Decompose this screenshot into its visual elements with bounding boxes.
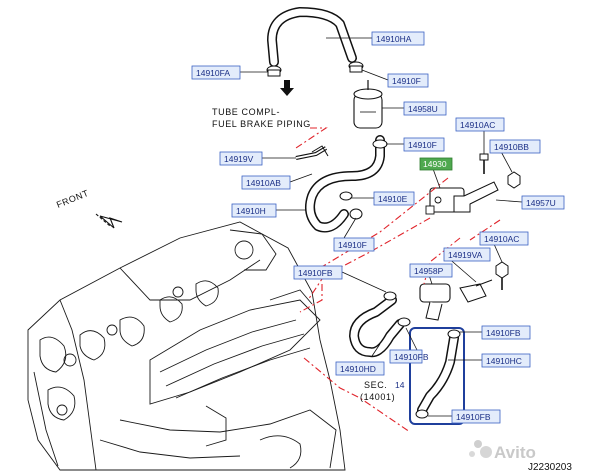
clamp-14910e <box>339 191 353 201</box>
watermark-text: Avito <box>494 443 536 462</box>
front-label: FRONT <box>55 188 90 210</box>
clamp-14910fb-b <box>397 317 411 327</box>
clamp-14910f-mid <box>372 139 388 149</box>
solenoid-14930 <box>425 181 499 215</box>
valve-14958p <box>419 283 451 321</box>
clamp-14910f-top <box>348 61 364 73</box>
label-14910ac-top[interactable]: 14910AC <box>455 117 505 132</box>
label-14930[interactable]: 14930 <box>419 157 453 171</box>
label-14910e[interactable]: 14910E <box>373 191 415 206</box>
svg-text:14910HC: 14910HC <box>486 356 522 366</box>
svg-text:14910E: 14910E <box>378 194 408 204</box>
svg-text:14910AC: 14910AC <box>484 234 519 244</box>
label-14910f-top[interactable]: 14910F <box>387 73 429 88</box>
label-14910fb-c[interactable]: 14910FB <box>389 349 429 364</box>
label-14919v[interactable]: 14919V <box>219 151 263 166</box>
label-14910bb[interactable]: 14910BB <box>489 139 541 154</box>
section-ref: 14 <box>395 380 405 390</box>
section-number: (14001) <box>360 392 395 402</box>
svg-text:14930: 14930 <box>423 159 447 169</box>
label-14910fb-a[interactable]: 14910FB <box>293 265 343 280</box>
nut-14910bb <box>507 171 521 189</box>
svg-text:14910H: 14910H <box>236 206 266 216</box>
svg-text:14958U: 14958U <box>408 104 438 114</box>
label-14958p[interactable]: 14958P <box>409 263 453 278</box>
svg-text:14910F: 14910F <box>392 76 421 86</box>
svg-text:14910FA: 14910FA <box>196 68 230 78</box>
svg-text:14910FB: 14910FB <box>486 328 521 338</box>
label-14910h[interactable]: 14910H <box>231 203 277 218</box>
svg-text:14910F: 14910F <box>338 240 367 250</box>
svg-text:14958P: 14958P <box>414 266 444 276</box>
label-14910ac-low[interactable]: 14910AC <box>479 231 529 246</box>
svg-text:14910FB: 14910FB <box>298 268 333 278</box>
watermark: Avito <box>469 440 536 462</box>
tube-14919v <box>295 145 329 160</box>
hose-14910hd <box>349 295 405 358</box>
clamp-14910fb-a <box>383 291 397 301</box>
bolt-14910ac-top <box>479 153 489 174</box>
svg-text:14957U: 14957U <box>526 198 556 208</box>
svg-text:14910HA: 14910HA <box>376 34 412 44</box>
valve-14958u <box>353 80 383 129</box>
label-14910hd[interactable]: 14910HD <box>335 361 385 376</box>
hose-14910h <box>305 135 385 233</box>
tube-note-line1: TUBE COMPL- <box>212 107 280 117</box>
svg-text:14910AB: 14910AB <box>246 178 281 188</box>
svg-text:14910FB: 14910FB <box>394 352 429 362</box>
svg-text:14910BB: 14910BB <box>494 142 529 152</box>
svg-text:14910F: 14910F <box>408 140 437 150</box>
label-14910f-low[interactable]: 14910F <box>333 237 375 252</box>
clamp-14910fa <box>266 65 282 77</box>
hose-14910ha <box>267 7 357 67</box>
clamp-14910f-low <box>349 208 363 220</box>
down-arrow-icon <box>280 80 294 96</box>
svg-text:14919VA: 14919VA <box>448 250 483 260</box>
front-indicator: FRONT <box>55 188 123 229</box>
svg-text:14910FB: 14910FB <box>456 412 491 422</box>
svg-text:14910HD: 14910HD <box>340 364 376 374</box>
diagram-code: J2230203 <box>528 462 572 473</box>
label-14958u[interactable]: 14958U <box>403 101 447 116</box>
tube-note-line2: FUEL BRAKE PIPING <box>212 119 311 129</box>
bolt-14910ac-low <box>495 261 509 290</box>
label-14910ha[interactable]: 14910HA <box>371 31 425 46</box>
label-14957u[interactable]: 14957U <box>521 195 565 210</box>
leader-lines <box>240 37 523 417</box>
label-14910ab[interactable]: 14910AB <box>241 175 291 190</box>
bracket-14919va <box>459 279 493 303</box>
highlight-box[interactable] <box>409 327 465 425</box>
section-label: SEC. <box>364 380 387 390</box>
svg-text:14919V: 14919V <box>224 154 254 164</box>
label-14919va[interactable]: 14919VA <box>443 247 491 262</box>
hose-14910hc <box>417 333 459 415</box>
label-14910fa[interactable]: 14910FA <box>191 65 241 80</box>
clamp-14910fb-d <box>415 409 429 419</box>
svg-text:14910AC: 14910AC <box>460 120 495 130</box>
clamp-14910fb-c <box>447 329 461 339</box>
label-14910fb-d[interactable]: 14910FB <box>451 409 501 424</box>
label-14910fb-b[interactable]: 14910FB <box>481 325 531 340</box>
label-14910f-mid[interactable]: 14910F <box>403 137 445 152</box>
engine-block <box>27 221 346 471</box>
label-14910hc[interactable]: 14910HC <box>481 353 531 368</box>
